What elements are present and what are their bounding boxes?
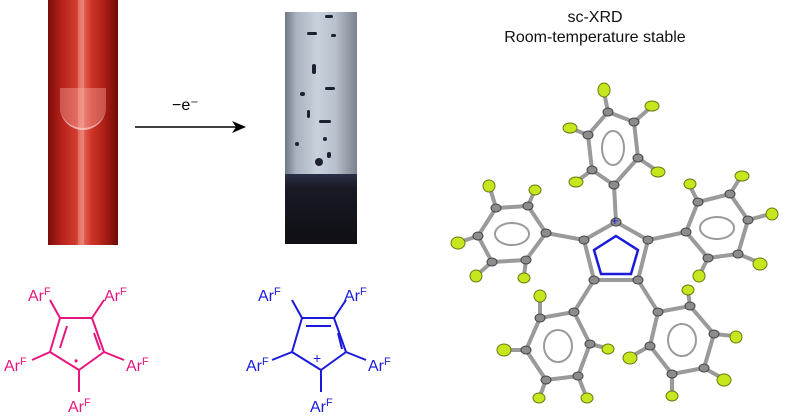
radical-ring: [31, 299, 125, 392]
radical-arf-left: ArF: [4, 356, 27, 375]
radical-arf-top-left: ArF: [28, 286, 51, 305]
crystal: [331, 34, 336, 37]
dark-solution: [285, 174, 357, 244]
cation-ring: [271, 299, 367, 392]
crystal-plus: +: [611, 213, 619, 228]
arrow-label: −e⁻: [172, 97, 199, 114]
radical-arf-bottom: ArF: [68, 397, 91, 416]
red-solution-photo: [48, 0, 118, 245]
radical-arf-top-right: ArF: [104, 286, 127, 305]
reaction-arrow: [135, 121, 246, 133]
crystal-tube-photo: [285, 12, 357, 244]
crystal: [327, 152, 331, 158]
cation-arf-top-right: ArF: [344, 286, 367, 305]
cation-arf-top-left: ArF: [258, 286, 281, 305]
cation-arf-right: ArF: [368, 356, 391, 375]
radical-dot: •: [74, 354, 79, 368]
crystal: [300, 92, 305, 96]
cation-arf-left: ArF: [246, 356, 269, 375]
crystal: [325, 15, 333, 18]
crystal: [307, 32, 317, 35]
cation-plus: +: [313, 350, 322, 366]
crystal: [315, 158, 323, 166]
xrd-caption-line2: Room-temperature stable: [504, 29, 686, 46]
crystal: [312, 64, 316, 74]
cation-arf-bottom: ArF: [310, 397, 333, 416]
crystal-cation-ring: [592, 234, 640, 276]
meniscus: [60, 88, 106, 130]
crystal: [295, 142, 299, 146]
crystal: [319, 120, 331, 123]
radical-arf-right: ArF: [126, 356, 149, 375]
crystal-structure: [450, 82, 779, 404]
crystal: [323, 137, 327, 141]
xrd-caption-line1: sc-XRD: [567, 9, 623, 26]
crystal: [325, 87, 335, 90]
crystal: [307, 110, 310, 118]
